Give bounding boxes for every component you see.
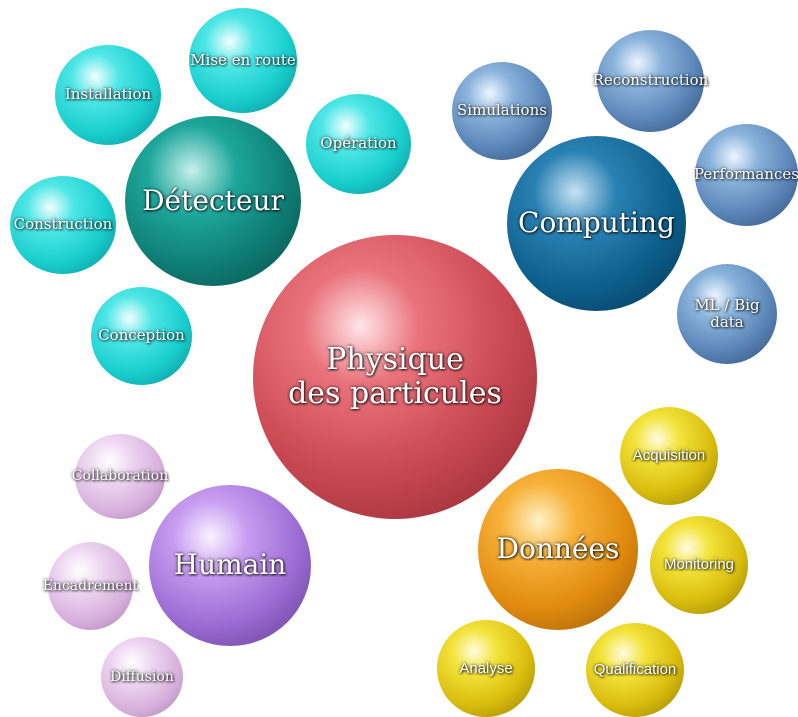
humain-satellite-collaboration: Collaboration [72, 434, 168, 519]
computing-satellite-simulations: Simulations [452, 62, 552, 160]
donnees-satellite-acquisition: Acquisition [620, 407, 718, 505]
computing-satellite-ml-big-data: ML / Big data [677, 264, 777, 364]
humain-bubble: Humain [149, 485, 311, 646]
humain-satellite-encadrement: Encadrement [43, 542, 138, 630]
center-bubble: Physique des particules [253, 235, 537, 519]
donnees-label: Données [496, 532, 620, 566]
detecteur-satellite-installation: Installation [55, 45, 161, 145]
humain-satellite-diffusion: Diffusion [101, 637, 183, 717]
detecteur-label: Détecteur [142, 183, 284, 217]
detecteur-satellite-mise-en-route: Mise en route [189, 8, 297, 113]
donnees-satellite-monitoring: Monitoring [650, 516, 748, 614]
computing-label: Computing [518, 206, 675, 240]
detecteur-bubble: Détecteur [125, 116, 301, 286]
detecteur-satellite-construction: Construction [10, 176, 116, 274]
computing-satellite-reconstruction: Reconstruction [593, 30, 708, 132]
donnees-satellite-qualification: Qualification [586, 623, 684, 717]
detecteur-satellite-conception: Conception [91, 287, 192, 385]
donnees-bubble: Données [478, 469, 638, 630]
computing-bubble: Computing [507, 136, 686, 311]
humain-label: Humain [173, 548, 287, 582]
center-label: Physique des particules [288, 341, 502, 411]
detecteur-satellite-operation: Opération [306, 94, 411, 194]
computing-satellite-performances: Performances [694, 124, 798, 226]
donnees-satellite-analyse: Analyse [437, 620, 535, 717]
